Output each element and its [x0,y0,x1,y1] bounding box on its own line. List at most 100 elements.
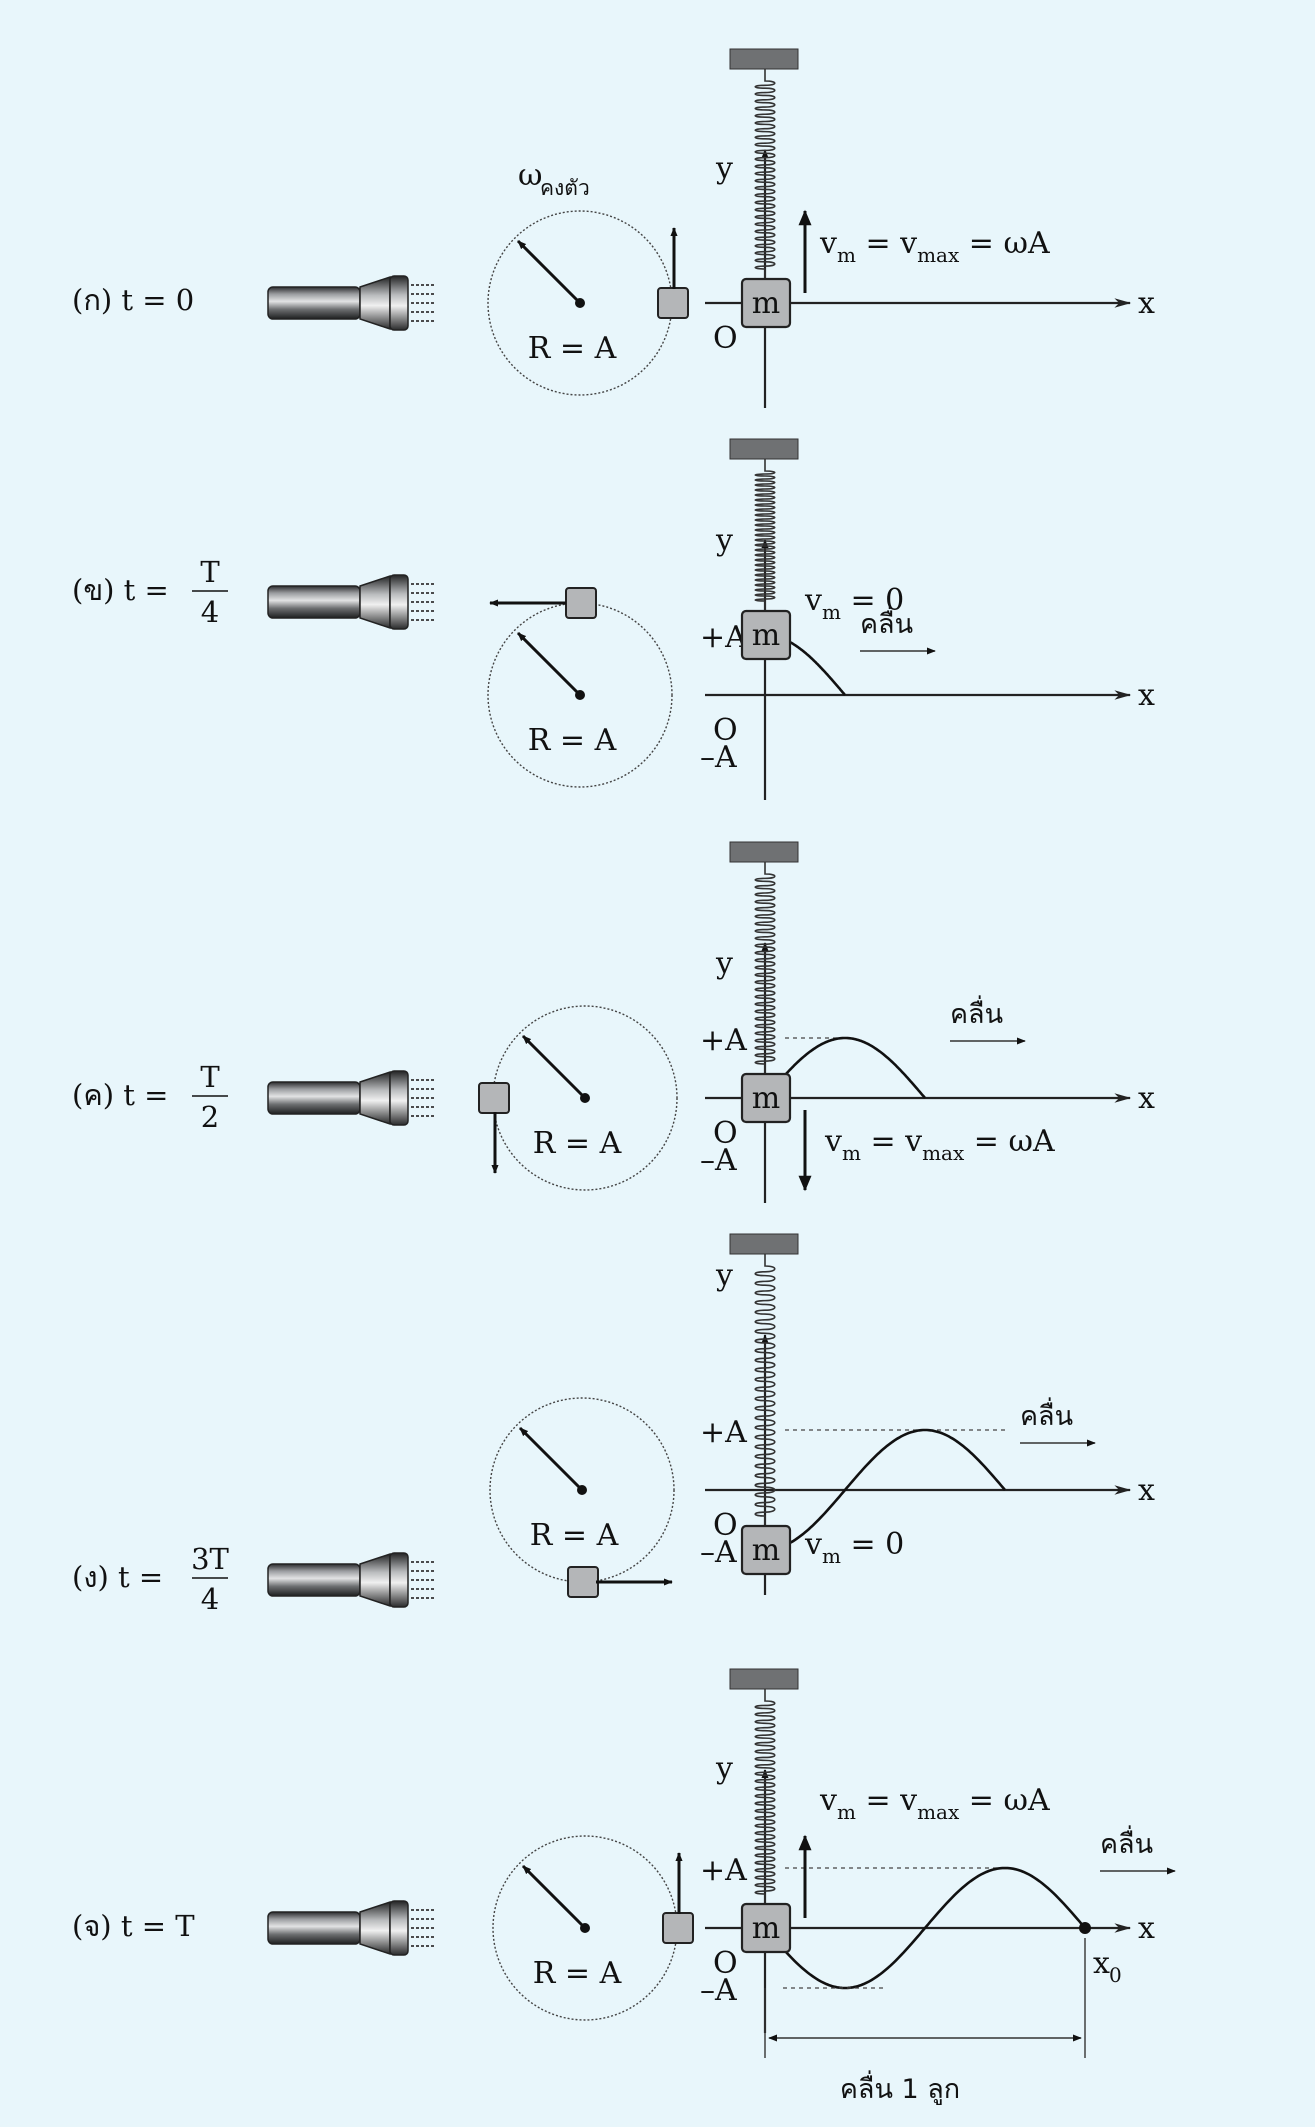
flashlight-barrel [267,585,361,619]
plus-amplitude-label: +A [700,1853,747,1888]
flashlight-head [359,574,391,630]
origin-label: O [713,713,738,748]
panel-label: (ข) t = [72,573,169,607]
x-axis-label: x [1138,1081,1155,1116]
time-fraction-numerator: 3T [191,1542,229,1576]
x-axis-label: x [1138,1473,1155,1508]
oscillating-mass [740,1902,792,1954]
y-axis-label: y [715,946,733,981]
x-axis-label: x [1138,1911,1155,1946]
x0-label: x [1093,1946,1110,1981]
flashlight-lens [389,275,409,331]
flashlight-head [359,1900,391,1956]
flashlight-lens [389,1070,409,1126]
flashlight-barrel [267,1081,361,1115]
ceiling-support [729,1668,799,1690]
spring-coil [754,69,776,279]
velocity-label-part: v [819,226,837,261]
radius-arrow [516,631,582,697]
plus-amplitude-label: +A [700,620,747,655]
origin-label: O [713,1116,738,1151]
ceiling-support [729,1233,799,1255]
wave-label: คลื่น [1100,1825,1153,1860]
circle-rider-block [567,1566,599,1598]
radius-arrow [521,1034,587,1100]
wave-label: คลื่น [950,995,1003,1030]
time-fraction-denominator: 4 [201,1582,219,1616]
flashlight-barrel [267,1563,361,1597]
mass-label: m [752,1911,780,1946]
wave-label: คลื่น [1020,1397,1073,1432]
velocity-label: vm = 0 [804,1527,904,1568]
wavelength-label: คลื่น 1 ลูก [840,2070,960,2105]
velocity-label: vm = 0 [804,583,904,624]
velocity-label-part: = ωA [959,226,1050,261]
velocity-label-part: v [824,1124,842,1159]
velocity-label-part: = ωA [959,1783,1050,1818]
panel-label: (ค) t = [72,1078,168,1112]
spring-coil [754,1689,776,1904]
velocity-label-part: v [804,1527,822,1562]
velocity-label-part: m [822,600,841,624]
origin-label: O [713,1946,738,1981]
oscillating-mass [740,609,792,661]
mass-label: m [752,286,780,321]
velocity-label-part: = 0 [841,583,904,618]
velocity-label-part: m [837,1800,856,1824]
plus-amplitude-label: +A [700,1415,747,1450]
oscillating-mass [740,1524,792,1576]
ceiling-support [729,48,799,70]
mass-label: m [752,1081,780,1116]
velocity-label-part: max [917,243,960,267]
velocity-label-part: max [917,1800,960,1824]
spring-coil [754,862,776,1074]
velocity-label-part: = v [856,226,917,261]
y-axis-label: y [715,523,733,558]
origin-label: O [713,1508,738,1543]
velocity-label-part: m [822,1544,841,1568]
velocity-label-part: = v [861,1124,922,1159]
radius-label: R = A [528,723,617,758]
oscillating-mass [740,1072,792,1124]
panel-label: (ก) t = 0 [72,283,194,317]
velocity-label-part: m [842,1141,861,1165]
origin-label: O [713,321,738,356]
radius-label: R = A [533,1126,622,1161]
plus-amplitude-label: +A [700,1023,747,1058]
circle-rider-block [478,1082,510,1114]
flashlight-head [359,275,391,331]
wave-curve [764,1866,1086,1990]
flashlight-lens [389,1900,409,1956]
radius-label: R = A [530,1518,619,1553]
ceiling-support [729,841,799,863]
minus-amplitude-label: –A [700,1535,737,1570]
flashlight-lens [389,574,409,630]
y-axis-label: y [715,1751,733,1786]
omega-subscript: คงตัว [540,176,590,200]
oscillating-mass [740,277,792,329]
radius-arrow [521,1864,587,1930]
velocity-label-part: m [837,243,856,267]
velocity-label-part: max [922,1141,965,1165]
velocity-label-part: = v [856,1783,917,1818]
minus-amplitude-label: –A [700,1973,737,2008]
minus-amplitude-label: –A [700,740,737,775]
velocity-label: vm = vmax = ωA [819,226,1050,267]
x-axis-label: x [1138,286,1155,321]
radius-label: R = A [533,1956,622,1991]
flashlight-lens [389,1552,409,1608]
wave-curve [763,1036,927,1099]
flashlight-head [359,1070,391,1126]
x0-subscript: 0 [1109,1963,1122,1987]
flashlight-barrel [267,1911,361,1945]
time-fraction-denominator: 2 [201,1100,219,1134]
omega-label: ω [518,158,542,193]
x-axis-label: x [1138,678,1155,713]
panel-label: (จ) t = T [72,1909,195,1943]
minus-amplitude-label: –A [700,1143,737,1178]
